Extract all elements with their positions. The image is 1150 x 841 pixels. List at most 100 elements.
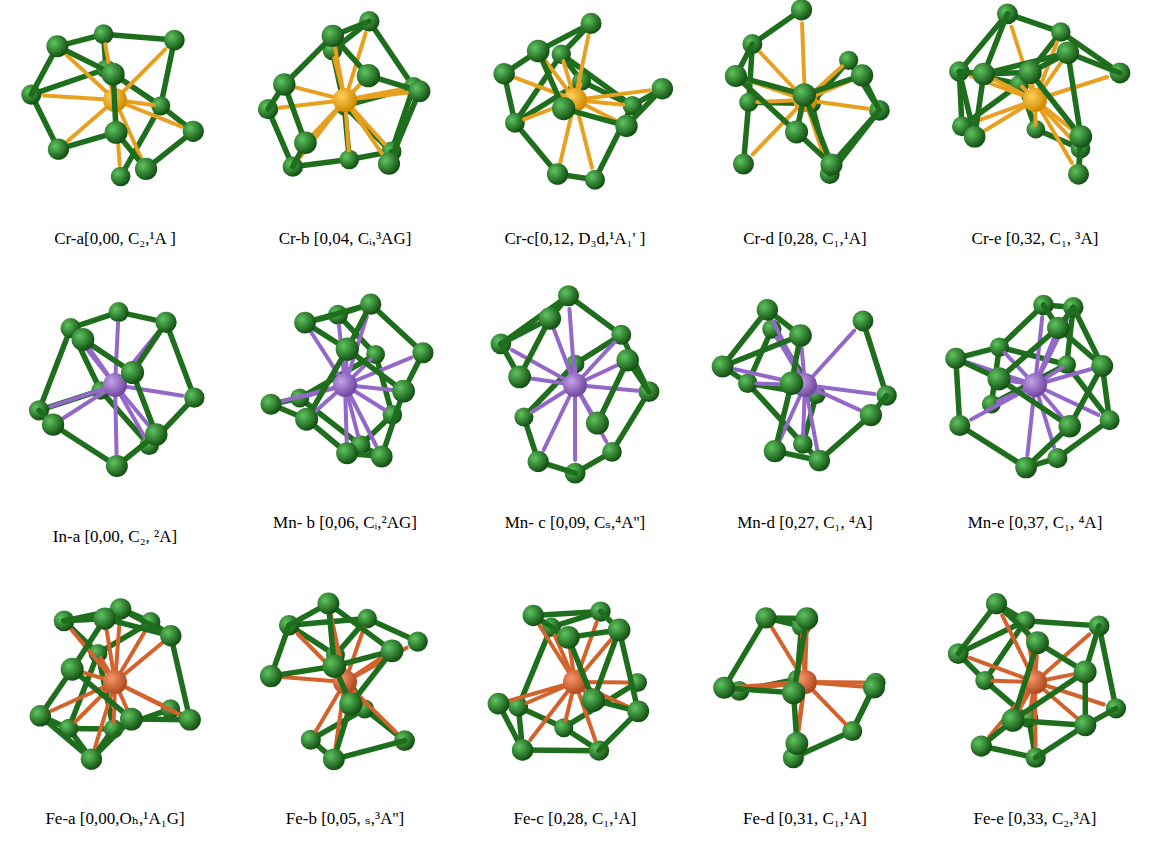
cage-atom [260,665,282,687]
cage-atom [514,407,533,426]
cage-atom [508,365,531,388]
cage-atom [652,78,674,100]
cluster-figure [949,3,1130,184]
cage-atom [987,367,1010,390]
cage-atom [488,693,510,715]
cage-atom [1091,355,1113,377]
cage-atom [986,593,1007,614]
cluster-figure [491,285,660,483]
structure-caption: Cr-b [0,04, Cᵢ,³AG] [233,228,457,250]
cluster-figure [712,299,897,471]
cage-atom [105,121,128,144]
metal-atom [333,88,357,112]
cage-atom [785,120,808,143]
cage-bond [723,336,801,367]
cluster-figure [725,0,890,184]
cage-bond [1025,621,1099,626]
cage-bond [960,425,1026,467]
structure-caption: Fe-d [0,31, C₁,¹A] [693,808,917,830]
cage-atom [527,40,550,63]
cage-atom [1026,631,1049,654]
cage-bond [53,425,117,466]
cage-atom [552,45,571,64]
cluster-figure [493,13,673,190]
cage-atom [1047,317,1069,339]
cage-atom [179,709,201,731]
cage-atom [552,97,575,120]
cage-atom [94,24,114,44]
cage-atom [61,658,84,681]
cage-atom [323,748,345,770]
cage-atom [627,700,649,722]
structure-caption: Fe-e [0,33, C₂,³A] [923,808,1147,830]
cage-atom [183,121,204,142]
cage-atom [851,64,873,86]
structure-caption: Cr-e [0,32, C₁, ³A] [923,228,1147,250]
cage-atom [780,372,804,396]
cage-atom [528,451,549,472]
cage-atom [357,64,380,87]
structure-caption: Cr-d [0,28, C₁,¹A] [693,228,917,250]
cage-atom [301,730,321,750]
cage-atom [155,312,176,333]
cage-atom [764,440,786,462]
structure-caption: Fe-c [0,28, C₁,¹A] [463,808,687,830]
cage-bond [39,328,71,410]
cage-atom [360,294,381,315]
cage-atom [602,442,622,462]
structure-caption: Mn- b [0,06, Cᵢ,²AG] [270,512,420,534]
cage-atom [1058,415,1081,438]
cage-atom [1015,457,1037,479]
cage-atom [294,312,316,334]
cage-atom [378,153,400,175]
cage-atom [1074,714,1096,736]
cage-atom [339,150,359,170]
cage-atom [809,450,830,471]
cage-atom [585,170,605,190]
metal-atom [1023,373,1047,397]
cage-atom [94,607,116,629]
cage-bond [999,379,1070,426]
cage-atom [30,705,51,726]
cage-atom [547,163,568,184]
cage-atom [853,311,874,332]
cage-bond [736,76,797,132]
cluster-figure [488,601,650,760]
cage-atom [111,167,131,187]
cage-atom [1100,410,1120,430]
cage-atom [295,408,318,431]
cage-bond [1099,626,1116,709]
cage-atom [1068,164,1089,185]
cage-bond [1068,53,1081,137]
cage-atom [616,349,639,372]
cage-atom [317,592,339,614]
cage-bond [371,304,423,353]
metal-atom [103,670,127,694]
cluster-figure [260,592,428,770]
metal-atom [563,373,587,397]
cage-atom [558,285,579,306]
cluster-figure [30,598,201,770]
cage-atom [523,605,544,626]
cage-atom [120,708,143,731]
cage-atom [392,380,415,403]
cage-atom [109,302,129,322]
cage-atom [712,356,734,378]
cage-atom [339,692,362,715]
cage-atom [820,154,842,176]
cage-atom [323,654,347,678]
cage-bond [612,392,649,452]
cage-atom [791,0,812,20]
cage-atom [971,735,992,756]
cage-atom [789,324,812,347]
cage-atom [782,681,805,704]
cage-atom [608,619,631,642]
cluster-figure [258,11,431,177]
structure-caption: Fe-a [0,00,Oₕ,¹A₁G] [3,808,227,830]
cluster-figure [260,294,433,468]
cage-atom [1057,42,1080,65]
cage-atom [408,80,430,102]
cage-bond [166,322,194,397]
cage-bond [389,91,419,164]
